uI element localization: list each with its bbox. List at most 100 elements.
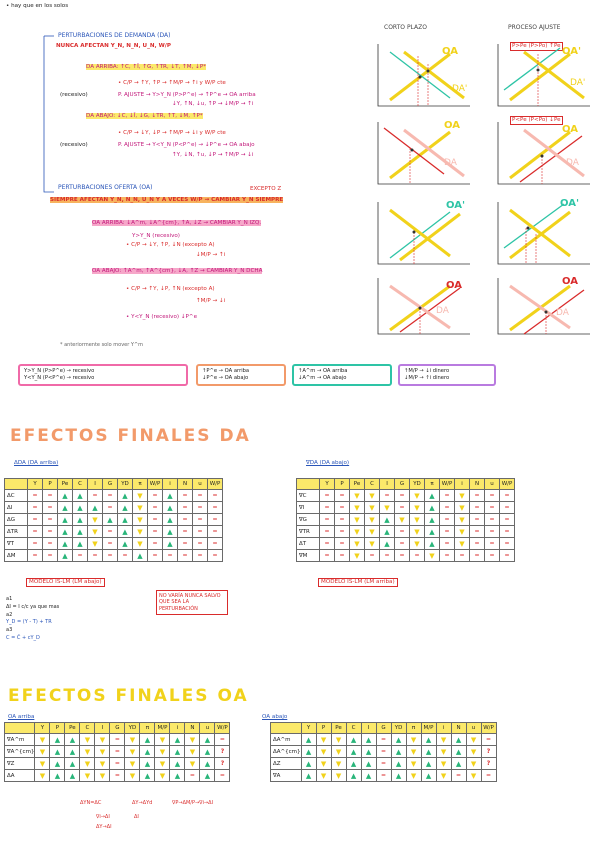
table-cell: = (439, 501, 455, 514)
table-corner (4, 478, 28, 490)
table-cell: ▼ (465, 745, 482, 758)
table-cell: = (27, 525, 43, 538)
table-cell: = (480, 733, 497, 746)
table-cell: ▲ (360, 733, 377, 746)
table-cell: = (484, 501, 500, 514)
footer-note: * anteriormente solo mover Y^m (60, 342, 143, 348)
table-header-cell: G (109, 722, 126, 734)
table-cell: = (207, 549, 223, 562)
table-cell: ▼ (330, 757, 347, 770)
table-cell: ▼ (124, 733, 141, 746)
table-cell: = (394, 549, 410, 562)
table-cell: ▼ (409, 513, 425, 526)
table-cell: ▼ (34, 745, 51, 758)
table-cell: ▲ (72, 525, 88, 538)
table-cell: ▼ (79, 733, 96, 746)
table-cell: = (439, 489, 455, 502)
da-down-adj2: ↑Y, ↓N, ↑u, ↓P → ↑M/P → ↓i (172, 152, 254, 158)
table-cell: = (499, 489, 515, 502)
graph-oa-up-short (377, 202, 470, 265)
table-header-cell: π (139, 722, 156, 734)
table-cell: = (319, 513, 335, 526)
table-cell: ▼ (435, 733, 452, 746)
graphs-left-title: CORTO PLAZO (384, 24, 427, 31)
table-cell: ▼ (94, 757, 111, 770)
table-cell: ▲ (169, 769, 186, 782)
table-cell: = (207, 513, 223, 526)
table-cell: ▼ (87, 537, 103, 550)
table-cell: = (27, 537, 43, 550)
table-cell: = (147, 549, 163, 562)
table-cell: ▼ (315, 757, 332, 770)
table-cell: ▲ (117, 537, 133, 550)
table-header-cell: M/P (154, 722, 171, 734)
table-cell: = (499, 501, 515, 514)
oa-up-3: ↓M/P → ↑i (196, 252, 226, 258)
table-row: ΔA^{cm}▲▼▼▲▲=▲▼▲▼▲▼? (270, 745, 497, 758)
table-cell: ▼ (184, 757, 201, 770)
table-cell: = (27, 501, 43, 514)
table-cell: = (319, 537, 335, 550)
table-cell: ▲ (390, 745, 407, 758)
table-cell: ▲ (49, 733, 66, 746)
table-cell: ▲ (49, 769, 66, 782)
table-cell: = (454, 549, 470, 562)
graph8-da: DA (556, 308, 569, 318)
table-cell: = (214, 733, 231, 746)
table-row: ∇TR==▼▼▲=▼▲=▼=== (296, 525, 515, 538)
table-cell: ▼ (364, 489, 380, 502)
table-cell: ▼ (405, 745, 422, 758)
table-cell: = (177, 501, 193, 514)
oa-down: OA ABAJO: ↑A^m, ↑A^{cm}, ↓A, ↑Z → CAMBIA… (92, 268, 263, 274)
table-header-cell: W/P (214, 722, 231, 734)
table-cell: = (214, 769, 231, 782)
modelo-left: MODELO IS-LM (LM abajo) (26, 578, 105, 587)
table-cell: ▲ (199, 769, 216, 782)
table-cell: = (102, 489, 118, 502)
da-up-adj2: ↓Y, ↑N, ↓u, ↑P → ↓M/P → ↑i (172, 101, 254, 107)
oa-down-1: • C/P → ↑Y, ↓P, ↑N (excepto A) (126, 286, 215, 292)
table-cell: ▲ (64, 757, 81, 770)
row-label: ∇T (4, 537, 28, 550)
row-label: ΔZ (270, 757, 302, 770)
table-cell: = (439, 537, 455, 550)
oa-bottom-4: ∇i→ΔI (96, 814, 110, 820)
table-cell: ▼ (454, 537, 470, 550)
table-cell: = (334, 537, 350, 550)
table-header-cell: I (87, 478, 103, 490)
table-row: ΔTR==▲▲▼=▲▼=▲=== (4, 525, 223, 538)
table-cell: ▲ (64, 769, 81, 782)
table-cell: ▲ (64, 745, 81, 758)
table-cell: = (469, 513, 485, 526)
table-cell: ▲ (420, 757, 437, 770)
table-header-cell: G (102, 478, 118, 490)
table-cell: ▼ (124, 745, 141, 758)
table-cell: = (192, 525, 208, 538)
table-cell: ▲ (57, 537, 73, 550)
title-efectos-da: EFECTOS FINALES DA (10, 426, 251, 446)
graph-oa-down-adjust (497, 278, 590, 335)
table-cell: ▲ (72, 489, 88, 502)
graph-oa-up-adjust (497, 202, 590, 265)
table-row: ∇Z▼▲▲▼▼=▼▲▼▲▼▲? (3, 757, 231, 770)
table-cell: = (334, 513, 350, 526)
row-label: ∇TR (296, 525, 320, 538)
table-cell: ▲ (450, 757, 467, 770)
summary-box-am: ↑A^m → OA arriba↓A^m → OA abajo (292, 364, 392, 387)
row-label: ΔM (4, 549, 28, 562)
table-cell: ▼ (94, 745, 111, 758)
table-cell: ▲ (420, 733, 437, 746)
table-cell: ▼ (87, 513, 103, 526)
table-cell: = (439, 549, 455, 562)
table-cell: ▲ (57, 489, 73, 502)
graph5-oa: OA' (446, 200, 466, 211)
table-cell: ▲ (345, 769, 362, 782)
table-header-cell: π (405, 722, 422, 734)
table-cell: = (147, 525, 163, 538)
row-label: ΔC (4, 489, 28, 502)
table-row: ∇I==▼▼▼=▼▲=▼=== (296, 501, 515, 514)
table-cell: = (177, 537, 193, 550)
graph-adj-label-1: P>Pe (P>Po) ↑Pe (510, 42, 563, 51)
table-header-cell: Y (34, 722, 51, 734)
table-cell: = (480, 769, 497, 782)
